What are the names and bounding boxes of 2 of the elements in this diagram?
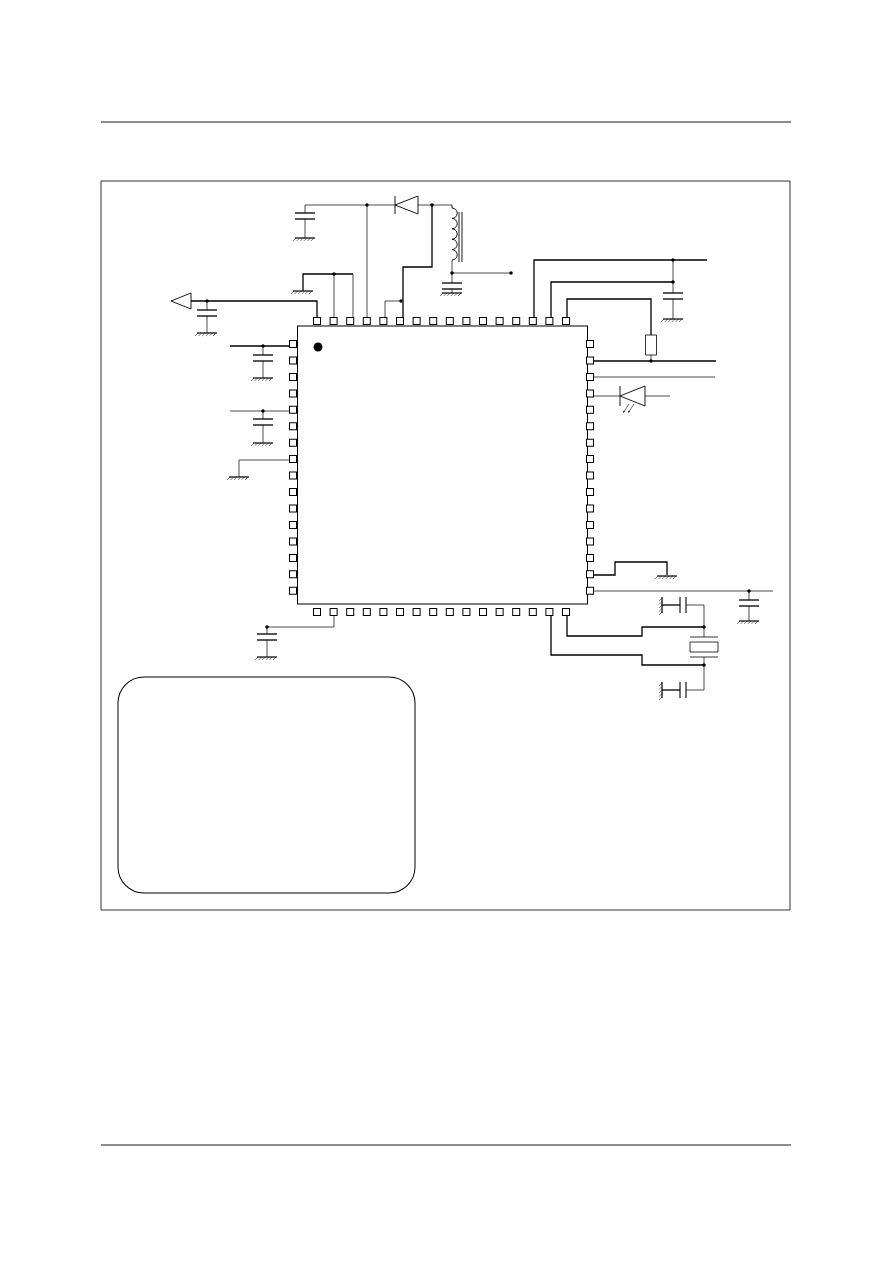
chip-package	[289, 317, 594, 616]
rounded-box	[117, 676, 416, 894]
